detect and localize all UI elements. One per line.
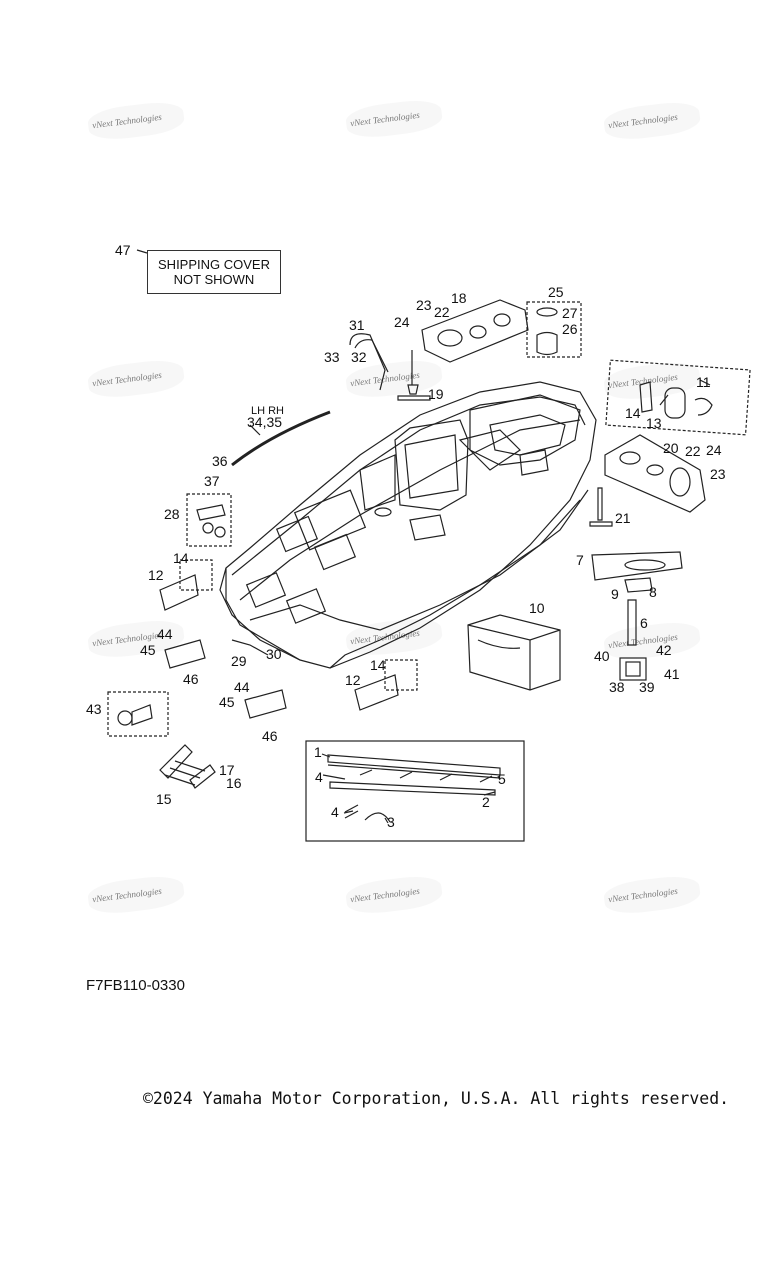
- callout-16: 16: [226, 775, 242, 791]
- cooler-10: [467, 614, 561, 691]
- callout-44b: 44: [234, 679, 250, 695]
- shipping-cover-note: SHIPPING COVER NOT SHOWN: [147, 250, 281, 294]
- pole-21: [589, 487, 613, 527]
- callout-2: 2: [482, 794, 490, 810]
- plate-7: [591, 551, 683, 581]
- callout-30: 30: [266, 646, 282, 662]
- tray-18: [421, 299, 529, 363]
- callout-27: 27: [562, 305, 578, 321]
- callout-6: 6: [640, 615, 648, 631]
- callout-44: 44: [157, 626, 173, 642]
- callout-41: 41: [664, 666, 680, 682]
- callout-10: 10: [529, 600, 545, 616]
- callout-15: 15: [156, 791, 172, 807]
- callout-22b: 22: [685, 443, 701, 459]
- callout-14: 14: [625, 405, 641, 421]
- pole-6: [627, 599, 637, 646]
- callout-5: 5: [498, 771, 506, 787]
- callout-9: 9: [611, 586, 619, 602]
- callout-8: 8: [649, 584, 657, 600]
- box-43: [107, 691, 169, 737]
- callout-46: 46: [183, 671, 199, 687]
- callout-21: 21: [615, 510, 631, 526]
- callout-18: 18: [451, 290, 467, 306]
- callout-20: 20: [663, 440, 679, 456]
- callout-32: 32: [351, 349, 367, 365]
- callout-43: 43: [86, 701, 102, 717]
- shipping-cover-line1: SHIPPING COVER: [158, 257, 270, 272]
- callout-14c: 14: [370, 657, 386, 673]
- copyright-notice: ©2024 Yamaha Motor Corporation, U.S.A. A…: [143, 1089, 730, 1108]
- callout-23b: 23: [710, 466, 726, 482]
- callout-40: 40: [594, 648, 610, 664]
- ladder-15: [159, 744, 216, 789]
- callout-26: 26: [562, 321, 578, 337]
- callout-24b: 24: [706, 442, 722, 458]
- cable-34-35: [231, 410, 331, 467]
- box-11: [605, 359, 751, 436]
- callout-47: 47: [115, 242, 131, 258]
- callout-22: 22: [434, 304, 450, 320]
- callout-33: 33: [324, 349, 340, 365]
- callout-45: 45: [140, 642, 156, 658]
- callout-13: 13: [646, 415, 662, 431]
- callout-19: 19: [428, 386, 444, 402]
- callout-14b: 14: [173, 550, 189, 566]
- side-label: LH RH: [251, 405, 285, 417]
- box-25: [526, 301, 582, 358]
- box-28: [186, 493, 232, 547]
- callout-38: 38: [609, 679, 625, 695]
- callout-31: 31: [349, 317, 365, 333]
- callout-25: 25: [548, 284, 564, 300]
- callout-1: 1: [314, 744, 322, 760]
- callout-24: 24: [394, 314, 410, 330]
- callout-4: 4: [315, 769, 323, 785]
- callout-4b: 4: [331, 804, 339, 820]
- diagram-code: F7FB110-0330: [86, 977, 185, 994]
- callout-42: 42: [656, 642, 672, 658]
- callout-28: 28: [164, 506, 180, 522]
- callout-45b: 45: [219, 694, 235, 710]
- callout-12: 12: [148, 567, 164, 583]
- callout-46b: 46: [262, 728, 278, 744]
- box-14-left: [179, 559, 213, 591]
- tray-20: [604, 434, 706, 513]
- pole-19: [397, 350, 431, 401]
- leader-47: [136, 249, 148, 254]
- box-14-right: [384, 659, 418, 691]
- callout-37: 37: [204, 473, 220, 489]
- boat-hull-illustration: [219, 381, 597, 669]
- shipping-cover-line2: NOT SHOWN: [173, 272, 255, 287]
- callout-17: 17: [219, 762, 235, 778]
- callout-7: 7: [576, 552, 584, 568]
- callout-36: 36: [212, 453, 228, 469]
- callout-34-35: 34,35: [247, 414, 283, 430]
- callout-11: 11: [696, 374, 711, 390]
- rubrail-detail-box: [305, 740, 525, 842]
- callout-23: 23: [416, 297, 432, 313]
- callout-12b: 12: [345, 672, 361, 688]
- callout-29: 29: [231, 653, 247, 669]
- callout-3: 3: [387, 814, 395, 830]
- grab-handle-31: [349, 333, 386, 391]
- step-44-right: [244, 689, 287, 719]
- callout-39: 39: [639, 679, 655, 695]
- step-44-left: [164, 639, 206, 669]
